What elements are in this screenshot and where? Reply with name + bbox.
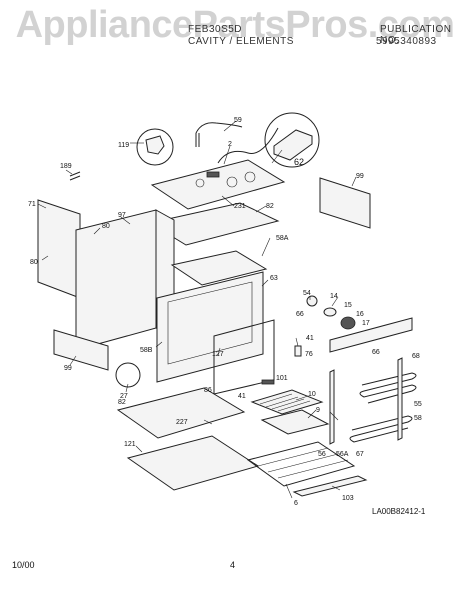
part-left-panel-71: [37, 199, 81, 299]
panel-hole: [244, 171, 256, 183]
callout-56: 56: [318, 451, 326, 458]
callout-99-bottom: 99: [64, 365, 72, 372]
callout-56a: 56A: [336, 451, 349, 458]
part-bracket-55: [397, 357, 403, 441]
callout-58a: 58A: [276, 235, 289, 242]
part-terminal-block: [273, 129, 313, 161]
section-title: CAVITY / ELEMENTS: [188, 36, 294, 47]
part-broiler-pan: [260, 409, 330, 435]
callout-14: 14: [330, 293, 338, 300]
callout-99-top: 99: [356, 173, 364, 180]
part-switch: [206, 171, 220, 178]
callout-2: 2: [228, 141, 232, 148]
callout-80-a: 80: [102, 223, 110, 230]
callout-121: 121: [124, 441, 136, 448]
part-rack-support: [329, 317, 413, 353]
part-oven-wrapper: [75, 209, 157, 351]
part-broiler-grid: [250, 389, 324, 415]
callout-103: 103: [342, 495, 354, 502]
callout-80-b: 80: [30, 259, 38, 266]
part-101: [261, 379, 275, 385]
watermark: AppliancePartsPros.com: [15, 4, 455, 46]
part-oven-rack: [246, 441, 356, 487]
footer-page-number: 4: [230, 560, 236, 570]
callout-82-top: 82: [266, 203, 274, 210]
part-oven-liner-front: [156, 271, 264, 383]
part-trim-103: [292, 475, 368, 497]
callout-62: 62: [294, 157, 304, 167]
panel-hole: [226, 176, 238, 188]
panel-hole: [195, 178, 205, 188]
part-lens-15: [323, 307, 337, 317]
part-oven-rack-bars: [257, 447, 349, 479]
part-oven-cavity: [167, 281, 253, 365]
callout-58: 58: [414, 415, 422, 422]
part-broiler-grid-slots: [259, 393, 311, 412]
callout-66: 66: [296, 311, 304, 318]
callout-55: 55: [414, 401, 422, 408]
diagram-id: LA00B82412-1: [372, 507, 426, 516]
part-side-panel-99: [319, 177, 371, 229]
callout-15: 15: [344, 302, 352, 309]
callout-119: 119: [118, 142, 129, 149]
callout-59: 59: [234, 117, 242, 124]
part-light-socket: [306, 295, 318, 307]
part-oven-liner: [170, 250, 268, 286]
callout-41-b: 41: [238, 393, 246, 400]
part-wire-harness: [195, 122, 243, 147]
part-bracket-56: [329, 369, 335, 445]
part-76: [294, 345, 302, 357]
detail-circle-119: [136, 128, 174, 166]
callout-189: 189: [60, 163, 72, 170]
callout-231: 231: [234, 203, 246, 210]
callout-86: 86: [204, 387, 212, 394]
callout-16: 16: [356, 311, 364, 318]
part-bake-element: [349, 415, 413, 443]
callout-27: 27: [120, 393, 128, 400]
publication-label: PUBLICATION NO.: [380, 24, 452, 46]
callout-68: 68: [412, 353, 420, 360]
detail-circle-62: [264, 112, 320, 168]
callout-67: 67: [356, 451, 364, 458]
part-wire-lead: [217, 127, 279, 164]
callout-54: 54: [303, 290, 311, 297]
callout-58b: 58B: [140, 347, 153, 354]
part-top-panel: [150, 159, 286, 210]
callout-17: 17: [362, 320, 370, 327]
callout-66-b: 66: [372, 349, 380, 356]
callout-227: 227: [176, 419, 188, 426]
part-bottom-insulation: [116, 387, 246, 439]
callout-76: 76: [305, 351, 313, 358]
detail-circle-27: [115, 362, 141, 388]
callout-41-a: 41: [306, 335, 314, 342]
callout-10: 10: [308, 391, 316, 398]
model-number: FEB30S5D: [188, 24, 243, 35]
callout-6: 6: [294, 500, 298, 507]
callout-63: 63: [270, 275, 278, 282]
part-strip-189: [69, 171, 81, 181]
publication-number: 5995340893: [376, 36, 437, 47]
callout-97: 97: [118, 212, 126, 219]
callout-71: 71: [28, 201, 36, 208]
part-bottom-panel: [126, 435, 260, 491]
callout-82-bottom: 82: [118, 399, 126, 406]
leader-lines: [37, 120, 357, 499]
part-bulb-16: [340, 316, 356, 330]
part-bracket-119: [145, 135, 165, 155]
footer-date: 10/00: [12, 560, 35, 570]
callout-101: 101: [276, 375, 288, 382]
callout-127: 127: [212, 351, 224, 358]
part-broil-element: [359, 372, 417, 404]
callout-9: 9: [316, 407, 320, 414]
part-lower-panel-99: [53, 329, 109, 371]
